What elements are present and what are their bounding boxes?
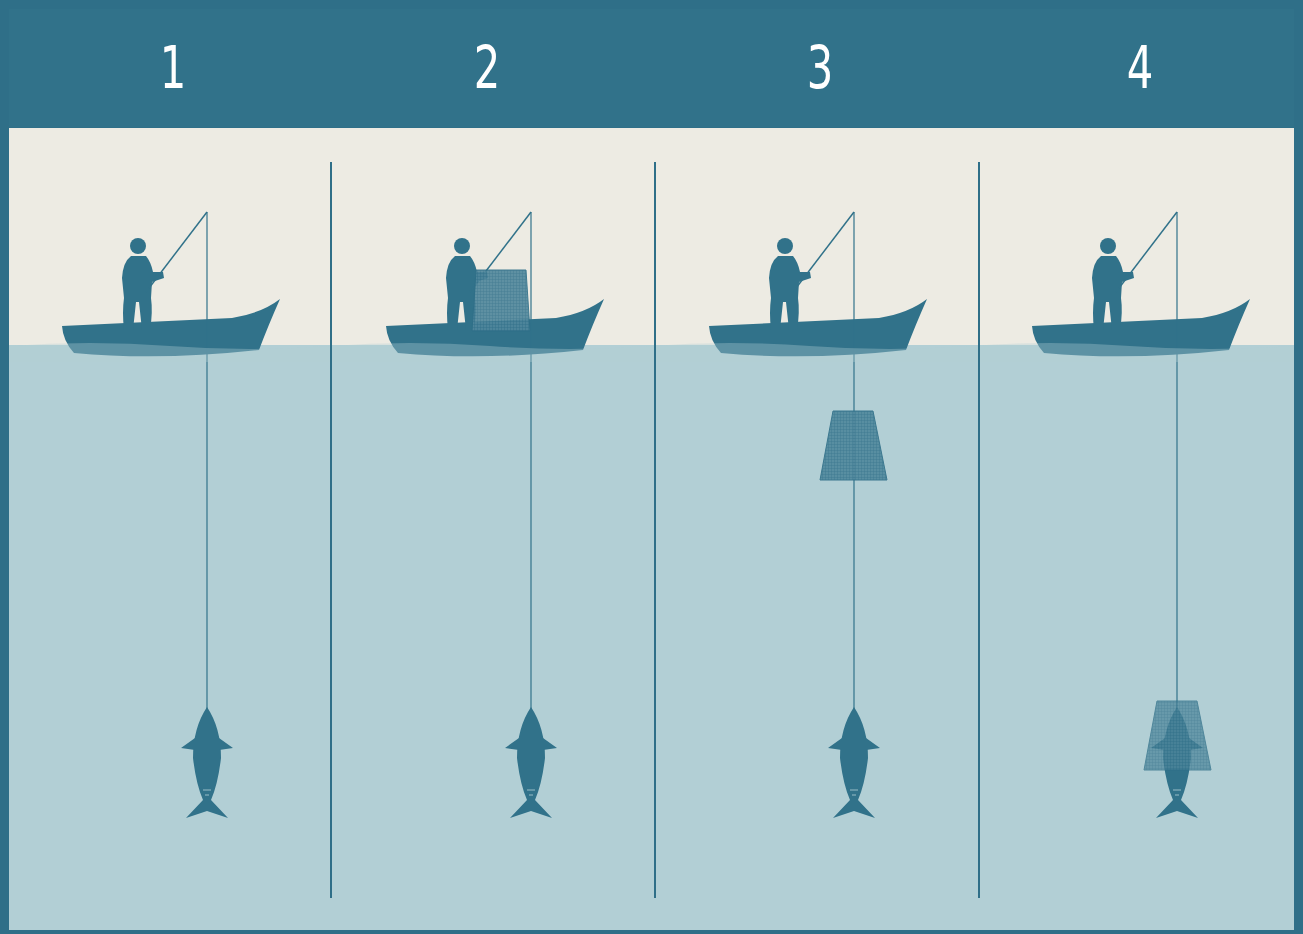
step-number: 4 (1127, 39, 1154, 97)
header-band (9, 9, 1294, 127)
step-number: 3 (807, 39, 834, 97)
panel-dividers (331, 162, 979, 898)
baskets (472, 270, 1211, 770)
water (9, 345, 1294, 930)
step-number: 1 (160, 39, 187, 97)
water-surface (9, 343, 1294, 362)
step-number: 2 (474, 39, 501, 97)
